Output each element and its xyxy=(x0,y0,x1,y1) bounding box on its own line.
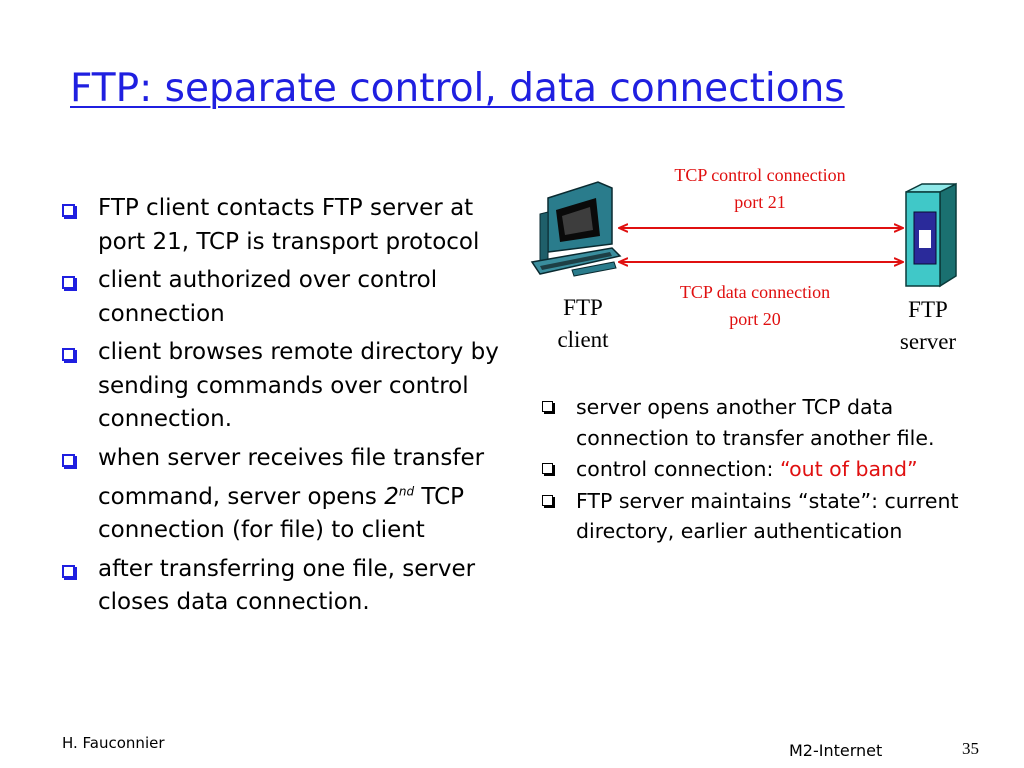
bullet-text: control connection: “out of band” xyxy=(576,457,918,481)
server-tower-icon xyxy=(905,182,957,288)
square-bullet-icon xyxy=(542,401,553,412)
right-bullet-item: FTP server maintains “state”: current di… xyxy=(538,486,978,547)
left-bullet-item: client browses remote directory by sendi… xyxy=(60,336,520,437)
footer-author: H. Fauconnier xyxy=(62,734,165,752)
ftp-server-label: FTP server xyxy=(899,297,957,354)
bullet-text: FTP server maintains “state”: current di… xyxy=(576,488,959,544)
bullet-text: server opens another TCP data connection… xyxy=(576,395,935,450)
left-bullet-item: client authorized over control connectio… xyxy=(60,264,520,331)
ftp-client-label: FTP client xyxy=(557,295,609,352)
square-bullet-icon xyxy=(62,564,75,578)
left-bullet-item: FTP client contacts FTP server at port 2… xyxy=(60,192,520,259)
footer-page-number: 35 xyxy=(962,739,979,758)
out-of-band-highlight: “out of band” xyxy=(779,457,918,481)
footer-course: M2-Internet xyxy=(789,741,883,760)
right-bullet-item: control connection: “out of band” xyxy=(538,454,978,485)
left-bullet-item: when server receives file transfer comma… xyxy=(60,442,520,548)
square-bullet-icon xyxy=(62,204,75,217)
right-bullet-item: server opens another TCP data connection… xyxy=(538,392,978,453)
square-bullet-icon xyxy=(62,276,75,289)
square-bullet-icon xyxy=(542,463,553,474)
bullet-text: when server receives file transfer comma… xyxy=(98,444,485,544)
bullet-text: client browses remote directory by sendi… xyxy=(98,339,499,432)
left-bullet-item: after transferring one file, server clos… xyxy=(60,553,520,620)
left-bullet-list: FTP client contacts FTP server at port 2… xyxy=(60,192,520,625)
ordinal-number: 2 xyxy=(384,483,399,510)
client-computer-icon xyxy=(530,181,622,277)
bullet-text: FTP client contacts FTP server at port 2… xyxy=(98,195,480,255)
square-bullet-icon xyxy=(62,453,75,467)
control-connection-label: TCP control connection port 21 xyxy=(674,165,846,212)
square-bullet-icon xyxy=(62,348,75,361)
right-bullet-list: server opens another TCP data connection… xyxy=(538,392,978,548)
square-bullet-icon xyxy=(542,494,553,506)
bullet-text: after transferring one file, server clos… xyxy=(98,555,476,616)
data-connection-label: TCP data connection port 20 xyxy=(679,282,831,329)
ordinal-suffix: nd xyxy=(398,484,415,498)
bullet-text: client authorized over control connectio… xyxy=(98,267,438,327)
slide-title: FTP: separate control, data connections xyxy=(70,66,845,111)
